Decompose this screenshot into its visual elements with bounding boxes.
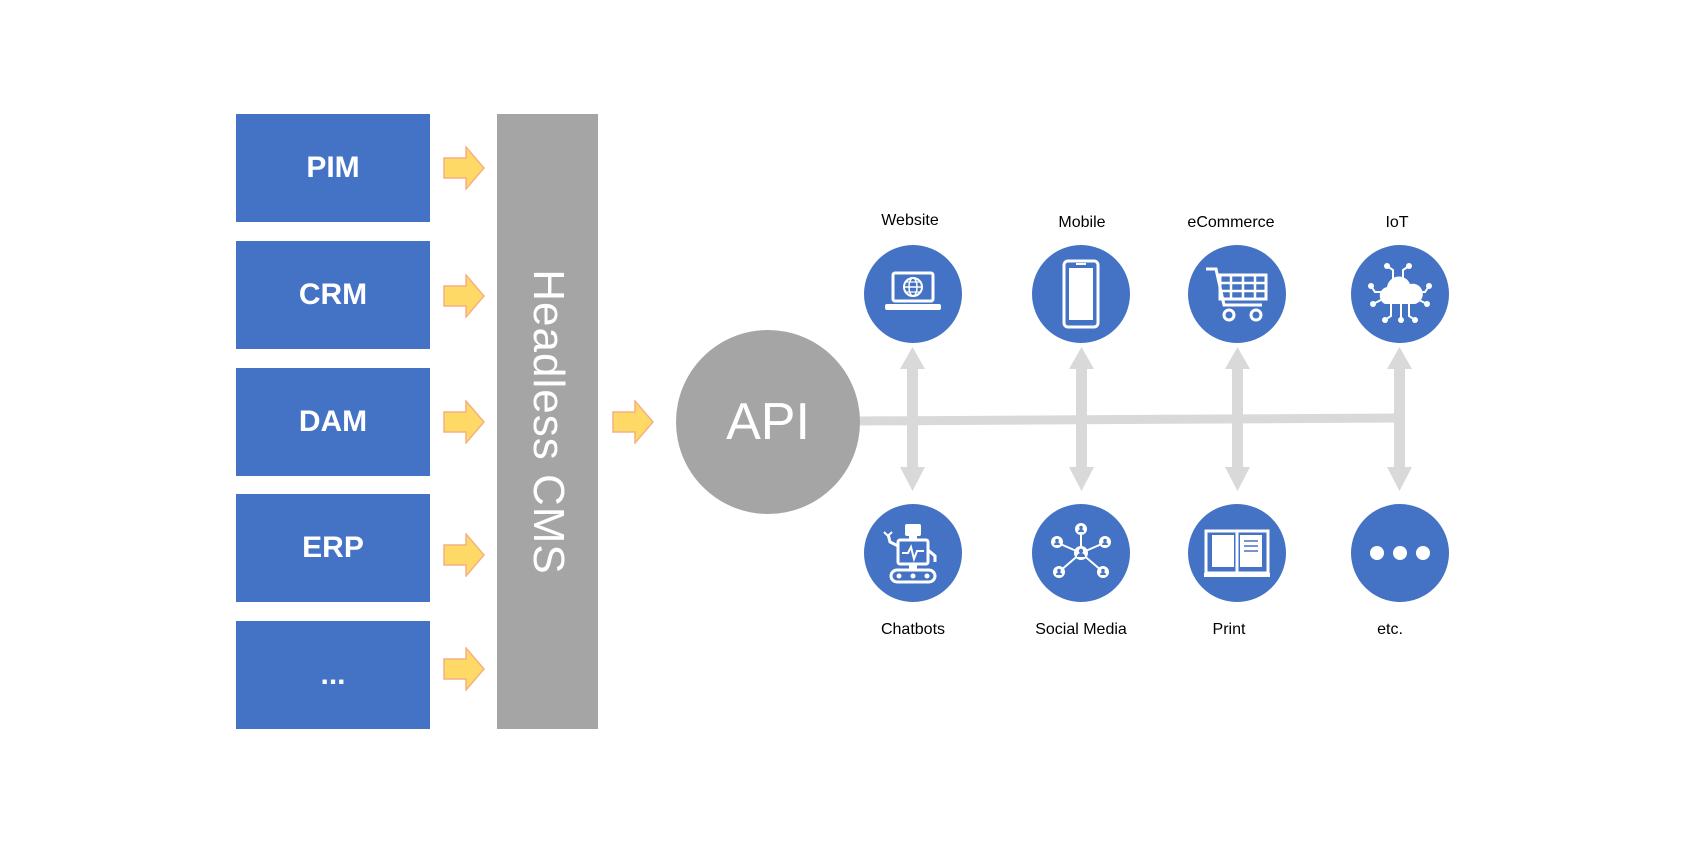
channel-label-ecommerce: eCommerce bbox=[1187, 214, 1275, 231]
channel-icon-website bbox=[864, 245, 962, 343]
laptop-globe-icon bbox=[885, 271, 941, 310]
channel-label-iot: IoT bbox=[1385, 214, 1409, 231]
double-arrow-icon bbox=[1069, 347, 1094, 491]
robot-icon bbox=[883, 524, 937, 584]
channel-label-etc: etc. bbox=[1377, 621, 1403, 638]
channel-icon-chatbots bbox=[864, 504, 962, 602]
channel-icon-iot bbox=[1351, 245, 1449, 343]
ellipsis-icon bbox=[1370, 546, 1430, 560]
channel-label-social-media: Social Media bbox=[1035, 621, 1127, 638]
flow-arrow-icon bbox=[443, 647, 485, 691]
channel-label-mobile: Mobile bbox=[1058, 214, 1106, 231]
flow-arrow-icon bbox=[443, 400, 485, 444]
flow-arrow-icon bbox=[443, 274, 485, 318]
flow-arrow-icon bbox=[612, 400, 654, 444]
double-arrow-icon bbox=[900, 347, 925, 491]
channel-icon-social-media bbox=[1032, 504, 1130, 602]
source-box-dam: DAM bbox=[236, 368, 430, 476]
smartphone-icon bbox=[1062, 259, 1100, 329]
double-arrow-icon bbox=[1225, 347, 1250, 491]
source-box-crm: CRM bbox=[236, 241, 430, 349]
channel-label-print: Print bbox=[1212, 621, 1246, 638]
channel-label-chatbots: Chatbots bbox=[880, 621, 946, 638]
shopping-cart-icon bbox=[1206, 267, 1268, 322]
flow-arrow-icon bbox=[443, 533, 485, 577]
channel-icon-ecommerce bbox=[1188, 245, 1286, 343]
api-node: API bbox=[676, 330, 860, 514]
social-network-icon bbox=[1051, 523, 1111, 578]
double-arrow-icon bbox=[1387, 347, 1412, 491]
channel-label-website: Website bbox=[881, 212, 939, 229]
source-box-erp: ERP bbox=[236, 494, 430, 602]
channel-icon-print bbox=[1188, 504, 1286, 602]
source-box-pim: PIM bbox=[236, 114, 430, 222]
headless-cms-bar: Headless CMS bbox=[497, 114, 598, 729]
open-book-icon bbox=[1204, 529, 1270, 577]
channel-icon-etc bbox=[1351, 504, 1449, 602]
flow-arrow-icon bbox=[443, 146, 485, 190]
channel-icon-mobile bbox=[1032, 245, 1130, 343]
cloud-network-icon bbox=[1368, 263, 1432, 323]
source-box-more: ... bbox=[236, 621, 430, 729]
api-label: API bbox=[726, 393, 810, 451]
